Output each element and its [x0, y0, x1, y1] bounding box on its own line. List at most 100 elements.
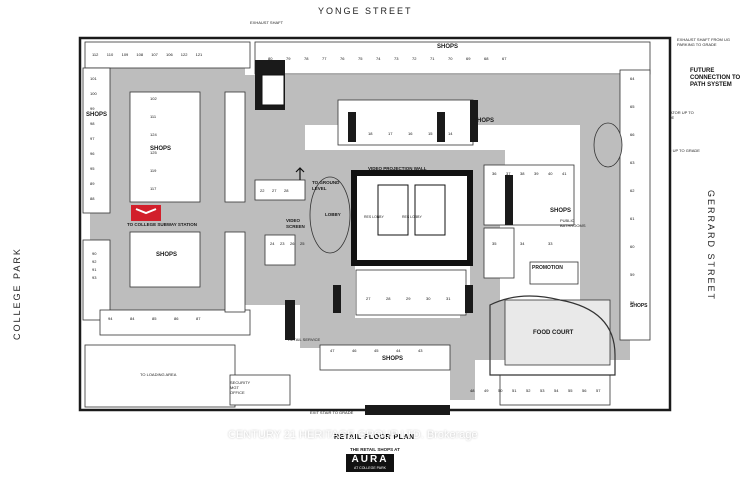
shop-number-right_inner-8: 33 — [548, 241, 553, 246]
shop-number-left_col-4: 97 — [90, 136, 95, 141]
shop-number-left_lower-4: 94 — [108, 316, 113, 321]
shop-number-top_row-11: 77 — [322, 56, 327, 61]
label-security: SECURITY MGT OFFICE — [230, 380, 251, 395]
shop-number-mid_top-3: 15 — [428, 131, 433, 136]
shop-number-top_row-3: 108 — [136, 52, 143, 57]
shop-number-left_of_lobby-5: 26 — [290, 241, 295, 246]
shop-number-left_col-2: 99 — [90, 106, 95, 111]
shop-number-left_of_lobby-1: 27 — [272, 188, 277, 193]
shop-number-bottom_row-9: 52 — [526, 388, 531, 393]
shop-number-right_col-3: 63 — [630, 160, 635, 165]
elevators — [261, 74, 446, 236]
label-shops-right: SHOPS — [550, 208, 572, 214]
shop-number-left_inner-5: 117 — [150, 186, 157, 191]
shop-number-right_col-2: 66 — [630, 132, 635, 137]
shop-number-right_inner-6: 35 — [492, 241, 497, 246]
shop-number-top_row-4: 107 — [151, 52, 158, 57]
east-oval — [593, 122, 623, 168]
shop-number-right_col-7: 59 — [630, 272, 635, 277]
shop-number-mid_bottom-3: 30 — [426, 296, 431, 301]
label-public-bath: PUBLIC BATHROOMS — [560, 218, 586, 228]
shop-number-mid_bottom-4: 31 — [446, 296, 451, 301]
label-shops-right-mid: SHOPS — [630, 303, 648, 309]
label-to-ground: TO GROUND LEVEL — [312, 180, 340, 191]
shop-number-bottom_row-8: 51 — [512, 388, 517, 393]
shop-number-left_lower-0: 90 — [92, 251, 97, 256]
shop-number-right_col-1: 65 — [630, 104, 635, 109]
shop-number-left_col-0: 101 — [90, 76, 97, 81]
shop-number-top_row-5: 106 — [166, 52, 173, 57]
watermark: CENTURY 21 HERITAGE GROUP LTD. Brokerage — [228, 429, 478, 441]
shop-number-right_col-4: 62 — [630, 188, 635, 193]
shop-number-left_col-6: 95 — [90, 166, 95, 171]
shop-number-left_lower-3: 93 — [92, 275, 97, 280]
shop-number-left_inner-2: 124 — [150, 132, 157, 137]
shop-number-left_inner-3: 125 — [150, 150, 157, 155]
label-food-court: FOOD COURT — [533, 330, 574, 336]
aura-brand: AURA — [351, 454, 389, 465]
label-video-wall: VIDEO PROJECTION WALL — [368, 166, 427, 171]
shop-number-top_row-19: 69 — [466, 56, 471, 61]
shop-number-mid_top-2: 16 — [408, 131, 413, 136]
label-shops-left-low: SHOPS — [156, 252, 178, 258]
aura-brand-sub: AT COLLEGE PARK — [354, 466, 386, 470]
shop-number-left_col-1: 100 — [90, 91, 97, 96]
shop-number-top_row-12: 76 — [340, 56, 345, 61]
shop-number-bottom_row-3: 44 — [396, 348, 401, 353]
shop-number-left_of_lobby-6: 25 — [300, 241, 305, 246]
shop-number-right_inner-0: 36 — [492, 171, 497, 176]
label-shops-left-big: SHOPS — [150, 146, 172, 152]
shop-number-top_row-0: 112 — [92, 52, 99, 57]
shop-blocks — [82, 41, 651, 408]
caption-subtitle: THE RETAIL SHOPS AT — [350, 447, 400, 452]
shop-number-left_lower-8: 87 — [196, 316, 201, 321]
shop-number-top_row-20: 68 — [484, 56, 489, 61]
shop-number-mid_top-1: 17 — [388, 131, 393, 136]
shop-number-bottom_row-11: 54 — [554, 388, 559, 393]
shop-number-top_row-21: 67 — [502, 56, 507, 61]
label-to-loading: TO LOADING AREA — [140, 372, 177, 377]
label-shops-mid: SHOPS — [473, 118, 495, 124]
shop-number-left_lower-5: 84 — [130, 316, 135, 321]
shop-number-mid_bottom-0: 27 — [366, 296, 371, 301]
subway-logo-icon — [131, 205, 161, 221]
shop-number-left_col-5: 96 — [90, 151, 95, 156]
shop-number-right_col-6: 60 — [630, 244, 635, 249]
label-exit-stair: EXIT STAIR TO GRADE — [310, 410, 354, 415]
shop-number-left_of_lobby-4: 23 — [280, 241, 285, 246]
shop-number-bottom_row-7: 50 — [498, 388, 503, 393]
street-gerrard: GERRARD STREET — [706, 190, 716, 302]
shop-number-left_of_lobby-0: 22 — [260, 188, 265, 193]
shop-number-top_row-10: 78 — [304, 56, 309, 61]
shop-number-right_inner-2: 38 — [520, 171, 525, 176]
shop-number-top_row-13: 75 — [358, 56, 363, 61]
shop-number-bottom_row-13: 56 — [582, 388, 587, 393]
shop-number-mid_top-4: 14 — [448, 131, 453, 136]
label-res-lobby-1: RES LOBBY — [364, 215, 384, 219]
shop-number-left_inner-1: 111 — [150, 114, 157, 119]
street-yonge: YONGE STREET — [318, 6, 413, 16]
shop-number-right_inner-7: 34 — [520, 241, 525, 246]
shop-number-right_col-8: 58 — [630, 300, 635, 305]
label-promotion: PROMOTION — [532, 265, 563, 271]
shop-number-bottom_row-4: 43 — [418, 348, 423, 353]
label-shops-top: SHOPS — [437, 44, 459, 50]
label-shops-left-top: SHOPS — [86, 112, 108, 118]
shop-number-left_lower-1: 92 — [92, 259, 97, 264]
shop-number-top_row-6: 122 — [181, 52, 188, 57]
shop-number-top_row-14: 74 — [376, 56, 381, 61]
shop-number-bottom_row-2: 45 — [374, 348, 379, 353]
food-court-curve — [489, 295, 616, 376]
shop-number-right_col-0: 64 — [630, 76, 635, 81]
shop-number-mid_top-0: 18 — [368, 131, 373, 136]
note-exhaust-shaft: EXHAUST SHAFT FROM UG PARKING TO GRADE — [677, 37, 730, 47]
label-lobby: LOBBY — [325, 212, 341, 217]
shop-number-left_inner-4: 119 — [150, 168, 157, 173]
shop-number-top_row-18: 70 — [448, 56, 453, 61]
shop-number-top_row-2: 109 — [122, 52, 129, 57]
shop-number-bottom_row-6: 49 — [484, 388, 489, 393]
shop-number-right_inner-5: 41 — [562, 171, 567, 176]
label-shops-bottom: SHOPS — [382, 356, 404, 362]
shop-number-bottom_row-14: 57 — [596, 388, 601, 393]
note-exhaust-top: EXHAUST SHAFT — [250, 20, 284, 25]
